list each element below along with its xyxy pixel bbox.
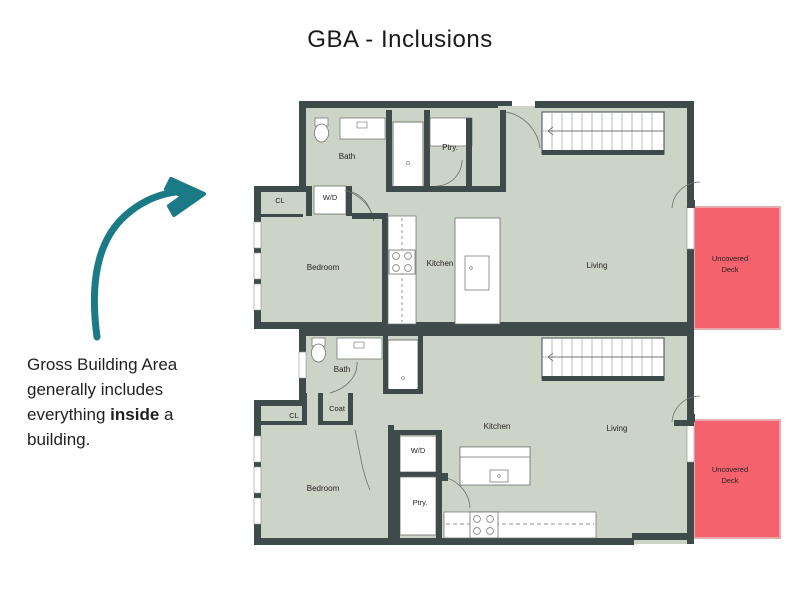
page-title: GBA - Inclusions: [307, 26, 493, 53]
caption-line-2: generally includes: [27, 380, 164, 399]
upper-unit: Uncovered Deck: [253, 101, 781, 330]
lower-closet-coat: CL Coat: [261, 393, 353, 425]
upper-entry-walls: [472, 110, 506, 192]
room-label-living-lower: Living: [607, 424, 628, 433]
room-label-wd-upper: W/D: [323, 193, 338, 202]
room-label-wd-lower: W/D: [411, 446, 426, 455]
lower-laundry-pantry: W/D Ptry.: [354, 429, 471, 539]
upper-living: Living: [541, 111, 701, 270]
room-label-kitchen-lower: Kitchen: [484, 422, 511, 431]
room-label-bedroom-lower: Bedroom: [307, 484, 340, 493]
hall-door-swing-lower: [354, 429, 371, 491]
stairs-direction-arrow-lower: [547, 352, 664, 362]
curved-arrow-icon: [90, 177, 206, 341]
room-label-coat-lower: Coat: [329, 404, 346, 413]
deck-label-upper-line2: Deck: [721, 265, 738, 274]
room-label-bath-upper: Bath: [339, 152, 355, 161]
upper-uncovered-deck: Uncovered Deck: [693, 206, 781, 330]
room-label-cl-lower: CL: [289, 411, 299, 420]
lower-left-windows: [253, 351, 307, 525]
upper-kitchen: Kitchen: [387, 215, 501, 325]
stairs-direction-arrow-upper: [547, 126, 664, 136]
pantry-door-swing-upper: [435, 159, 463, 187]
room-label-kitchen-upper: Kitchen: [427, 259, 454, 268]
arrow-head: [164, 177, 206, 217]
upper-closet-laundry: CL W/D: [261, 185, 352, 217]
room-label-cl-upper: CL: [275, 196, 285, 205]
caption-block: Gross Building Area generally includes e…: [27, 352, 217, 452]
deck-label-lower-line2: Deck: [721, 476, 738, 485]
deck-door-swing-upper: [671, 181, 701, 209]
deck-door-swing-lower: [671, 395, 701, 423]
entry-door-swing-upper: [505, 111, 541, 149]
room-label-bath-lower: Bath: [334, 365, 350, 374]
lower-stairs-icon: [541, 337, 665, 381]
lower-kitchen: Kitchen: [443, 422, 597, 539]
upper-right-window: [686, 206, 695, 250]
caption-line-4: building.: [27, 430, 91, 449]
lower-uncovered-deck: Uncovered Deck: [693, 419, 781, 539]
upper-left-windows: [253, 221, 262, 311]
room-label-pantry-upper: Ptry.: [442, 143, 458, 152]
caption-line-3-post: a: [159, 405, 174, 424]
upper-bath: Bath: [314, 110, 430, 192]
room-label-bedroom-upper: Bedroom: [307, 263, 340, 272]
upper-pantry: Ptry.: [429, 117, 473, 192]
lower-unit: Uncovered Deck: [253, 329, 781, 545]
caption-line-1: Gross Building Area: [27, 355, 178, 374]
room-label-living-upper: Living: [587, 261, 608, 270]
caption-emphasis-inside: inside: [110, 405, 160, 424]
lower-bath: Bath: [311, 336, 423, 394]
bath-door-swing-lower: [329, 361, 358, 394]
lower-living: Living: [541, 337, 701, 433]
lower-right-window: [686, 419, 695, 463]
deck-label-lower-line1: Uncovered: [712, 465, 748, 474]
deck-label-upper-line1: Uncovered: [712, 254, 748, 263]
lower-bedroom: Bedroom: [307, 425, 394, 540]
upper-bedroom: Bedroom: [307, 213, 388, 324]
upper-stairs-icon: [541, 111, 665, 155]
caption-line-3-pre: everything: [27, 405, 111, 424]
arrow-container: [70, 175, 220, 345]
room-label-pantry-lower: Ptry.: [413, 498, 428, 507]
